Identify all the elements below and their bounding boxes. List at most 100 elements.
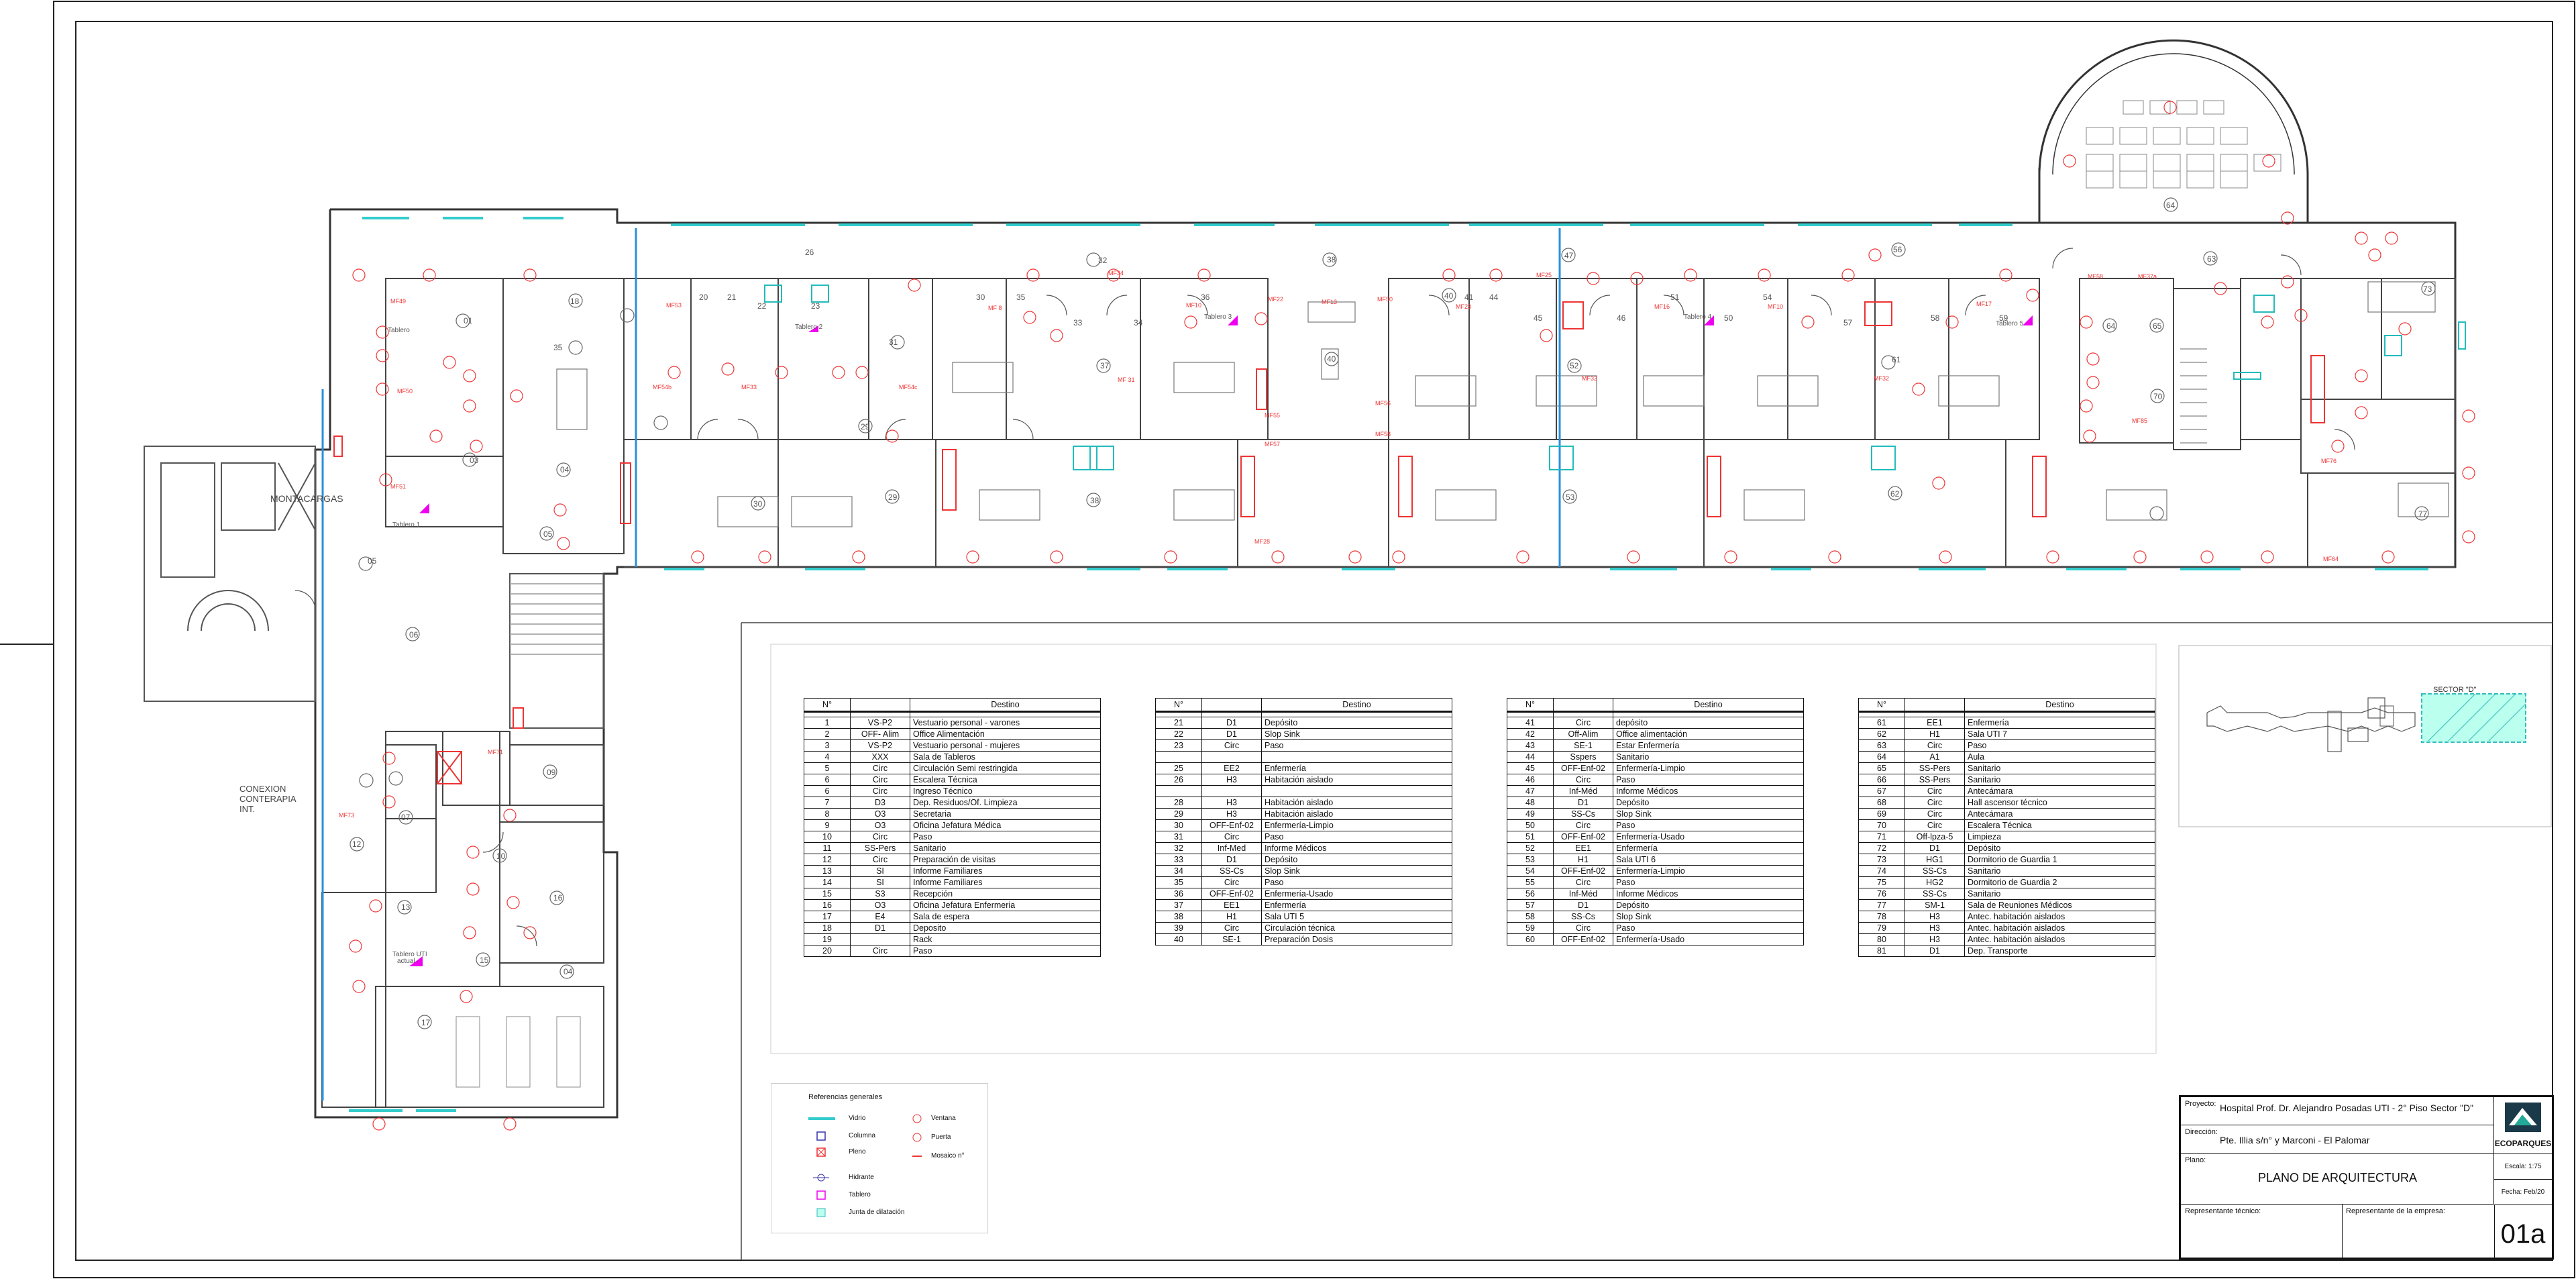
room-number: 63 [1858,739,1905,752]
table-spacer-row [1507,711,1804,717]
room-destino: Paso [1261,876,1452,888]
room-destino: Paso [1613,922,1804,934]
room-code: OFF-Enf-02 [1553,831,1613,843]
svg-text:64: 64 [2106,321,2116,331]
room-number: 32 [1155,842,1202,854]
room-code: Inf-Med [1201,842,1262,854]
room-number: 58 [1507,911,1554,923]
room-destino: Oficina Jefatura Enfermeria [910,899,1101,911]
svg-text:MF32: MF32 [1874,375,1889,382]
room-code: Circ [1201,831,1262,843]
svg-text:MF28: MF28 [1254,538,1270,545]
room-destino: Paso [1613,876,1804,888]
room-number: 44 [1507,751,1554,763]
svg-text:MF58: MF58 [2088,273,2103,280]
room-destino [1261,751,1452,763]
room-number: 6 [804,785,851,797]
room-number: 67 [1858,785,1905,797]
room-number: 72 [1858,842,1905,854]
room-number: 16 [804,899,851,911]
svg-text:06: 06 [409,630,419,640]
room-number: 34 [1155,865,1202,877]
room-destino: Antecámara [1964,785,2155,797]
room-destino: Paso [1964,739,2155,752]
room-code: Off-Alim [1553,728,1613,740]
svg-text:38: 38 [1090,496,1099,505]
svg-text:Tablero 4: Tablero 4 [1684,313,1712,321]
room-destino: Sala UTI 6 [1613,854,1804,866]
room-destino: Paso [1261,739,1452,752]
table-header: N°Destino [1155,698,1452,713]
room-destino: Hall ascensor técnico [1964,797,2155,809]
room-number: 70 [1858,819,1905,831]
room-number: 38 [1155,911,1202,923]
room-code: SS-Pers [1904,774,1965,786]
room-number: 46 [1507,774,1554,786]
room-number: 7 [804,797,851,809]
room-destino: Habitación aislado [1261,808,1452,820]
room-code: Inf-Méd [1553,888,1613,900]
svg-text:63: 63 [2207,254,2216,264]
svg-text:MF58: MF58 [1375,431,1391,438]
room-number: 20 [804,945,851,957]
room-number: 77 [1858,899,1905,911]
svg-text:MF53: MF53 [666,302,682,309]
room-destino: Antec. habitación aislados [1964,911,2155,923]
svg-text:MF49: MF49 [390,298,406,305]
room-number: 65 [1858,762,1905,774]
room-number [1155,751,1202,763]
svg-text:30: 30 [976,293,985,302]
room-destino: Slop Sink [1613,911,1804,923]
room-destino: Informe Médicos [1613,888,1804,900]
room-destino: Depósito [1613,797,1804,809]
legend-item-pleno: Pleno [849,1148,866,1156]
svg-text:77: 77 [2418,509,2428,519]
column-header: N° [1155,698,1202,713]
room-destino: Aula [1964,751,2155,763]
room-number: 36 [1155,888,1202,900]
room-code: Circ [1553,876,1613,888]
room-destino: Sala UTI 5 [1261,911,1452,923]
legend-symbols [808,1114,922,1217]
room-number: 9 [804,819,851,831]
svg-text:23: 23 [811,301,820,311]
proyecto-row: Proyecto: Hospital Prof. Dr. Alejandro P… [2181,1097,2494,1125]
room-code: SS-Cs [1904,888,1965,900]
svg-text:MF64: MF64 [2323,556,2339,562]
table-header: N°Destino [1858,698,2155,713]
svg-text:46: 46 [1617,313,1626,323]
room-number: 47 [1507,785,1554,797]
escala-cell: Escala: 1:75 [2494,1154,2552,1180]
room-number: 81 [1858,945,1905,957]
room-destino: Sanitario [1964,774,2155,786]
room-destino: Dormitorio de Guardia 1 [1964,854,2155,866]
room-number: 42 [1507,728,1554,740]
svg-text:26: 26 [805,248,814,257]
svg-text:04: 04 [564,967,573,976]
room-destino: Informe Médicos [1613,785,1804,797]
room-code: A1 [1904,751,1965,763]
room-code: Inf-Méd [1553,785,1613,797]
svg-text:52: 52 [1570,361,1579,370]
room-number: 52 [1507,842,1554,854]
legend-item-puerta: Puerta [931,1133,951,1141]
svg-text:64: 64 [2166,201,2176,210]
svg-text:35: 35 [553,343,563,352]
room-number: 75 [1858,876,1905,888]
svg-text:Tablero 3: Tablero 3 [1204,313,1232,321]
